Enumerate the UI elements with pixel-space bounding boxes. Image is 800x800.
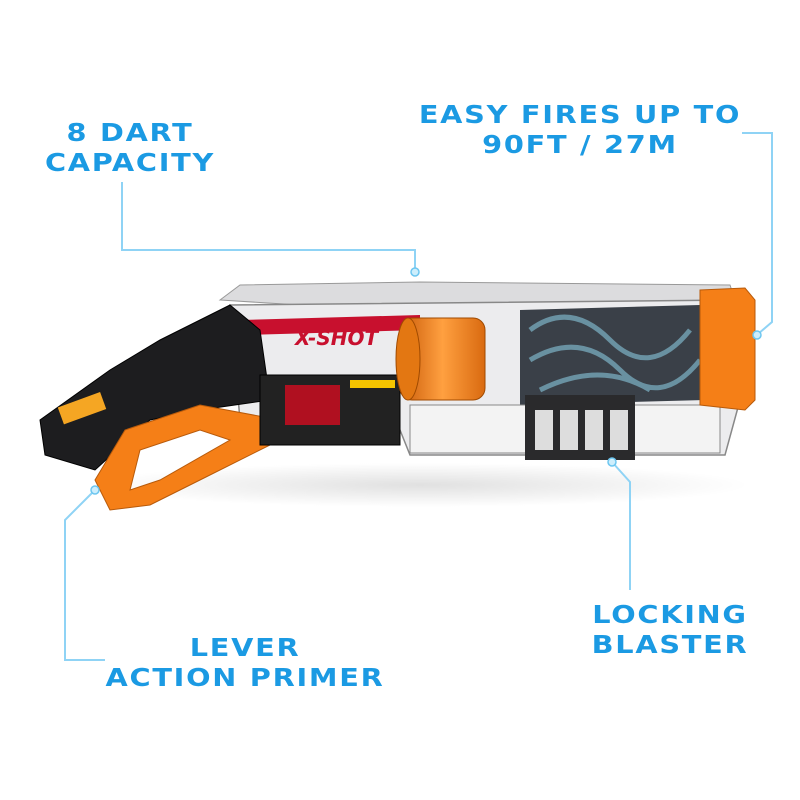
- callout-text: 8 DART: [66, 118, 194, 147]
- xshot-logo: X-SHOT: [293, 326, 379, 350]
- lock-dial: [610, 410, 628, 450]
- callout-dart-capacity: 8 DART CAPACITY: [27, 118, 234, 178]
- caution-stripe: [350, 380, 395, 388]
- callout-text: LEVER: [189, 633, 301, 662]
- lock-dial: [585, 410, 603, 450]
- lock-dial: [535, 410, 553, 450]
- callout-lines: [64, 132, 773, 661]
- callout-text: ACTION PRIMER: [105, 663, 385, 692]
- caution-panel: [285, 385, 340, 425]
- grip-accent: [57, 392, 107, 425]
- lock-dial: [560, 410, 578, 450]
- callout-text: CAPACITY: [44, 148, 216, 177]
- callout-text: EASY FIRES UP TO: [418, 100, 742, 129]
- callout-text: BLASTER: [591, 630, 749, 659]
- callout-lever: LEVER ACTION PRIMER: [90, 633, 401, 693]
- floor-shadow: [90, 463, 750, 507]
- callout-locking: LOCKING BLASTER: [572, 600, 768, 660]
- muzzle: [699, 287, 756, 411]
- callout-text: LOCKING: [592, 600, 748, 629]
- red-stripe: [240, 315, 420, 335]
- callout-dot: [607, 457, 617, 467]
- snake-graphic: [528, 314, 702, 393]
- drum-face: [395, 317, 421, 401]
- callout-text: 90FT / 27M: [482, 130, 678, 159]
- callout-line-range: [742, 132, 773, 335]
- callout-dot: [410, 267, 420, 277]
- callout-dot: [90, 485, 100, 495]
- callout-line-capacity: [121, 182, 416, 270]
- callout-dot: [752, 330, 762, 340]
- callout-range: EASY FIRES UP TO 90FT / 27M: [396, 100, 764, 160]
- callout-line-locking: [611, 461, 631, 590]
- callout-line-lever: [64, 489, 105, 661]
